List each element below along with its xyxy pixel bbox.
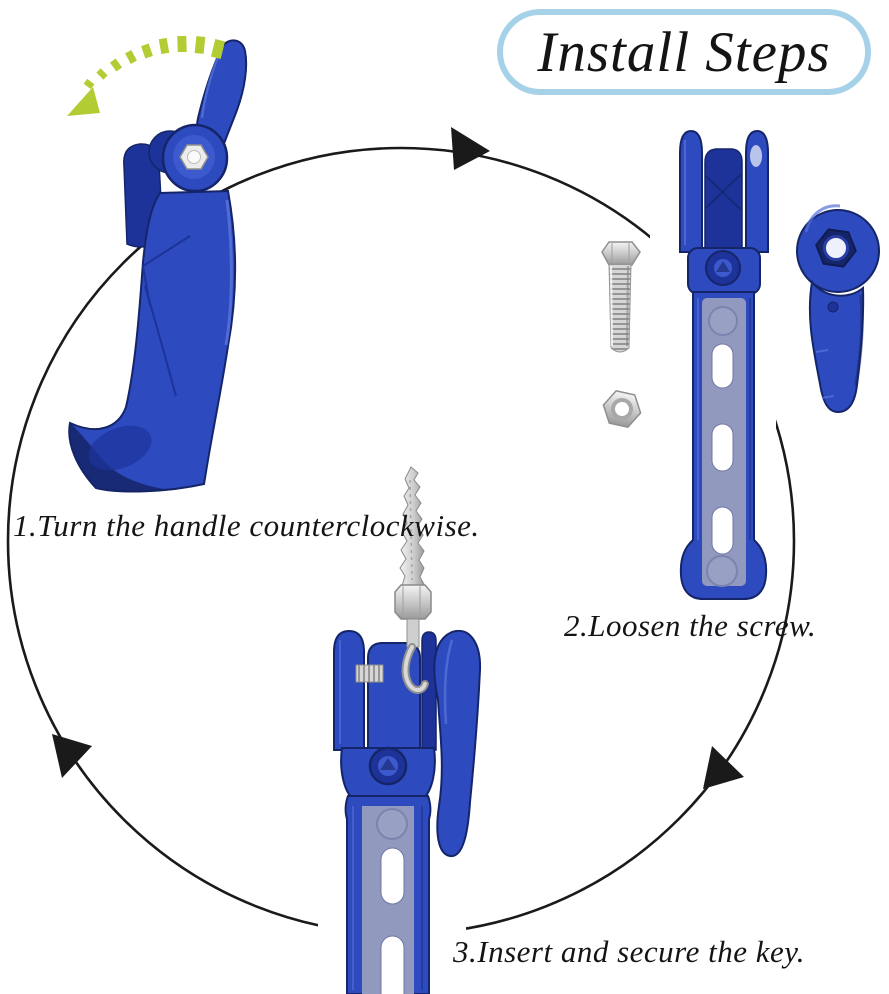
bracket-slot [711, 423, 734, 472]
folded-wing-handle [433, 629, 482, 858]
assembled-lock-photo [333, 629, 482, 994]
arrowhead-left-icon [52, 734, 92, 778]
step-1-label: 1.Turn the handle counterclockwise. [13, 508, 480, 543]
screw-shaft [608, 263, 632, 353]
counterclockwise-rotate-arrow [67, 35, 226, 116]
key-photo [394, 466, 432, 694]
arrowhead-right-icon [703, 746, 744, 789]
wing-handle-photo [796, 204, 880, 414]
page-title: Install Steps [497, 9, 871, 95]
lock-bracket-photo [679, 129, 769, 600]
nut-photo [602, 390, 642, 428]
screw-head [601, 241, 641, 266]
bracket-slot [711, 343, 734, 389]
lock-handle-photo [68, 39, 248, 493]
key-blade [399, 466, 426, 587]
assembly-slot [380, 935, 405, 994]
arrowhead-top-icon [451, 127, 490, 170]
bracket-slot [711, 506, 734, 555]
rotate-arrowhead-icon [67, 87, 100, 116]
assembly-slot [380, 847, 405, 905]
key-collar [394, 584, 432, 620]
step-3-label: 3.Insert and secure the key. [453, 934, 806, 969]
screw-photo [601, 241, 641, 353]
step-2-label: 2.Loosen the screw. [564, 608, 817, 643]
assembly-screw [355, 664, 384, 683]
